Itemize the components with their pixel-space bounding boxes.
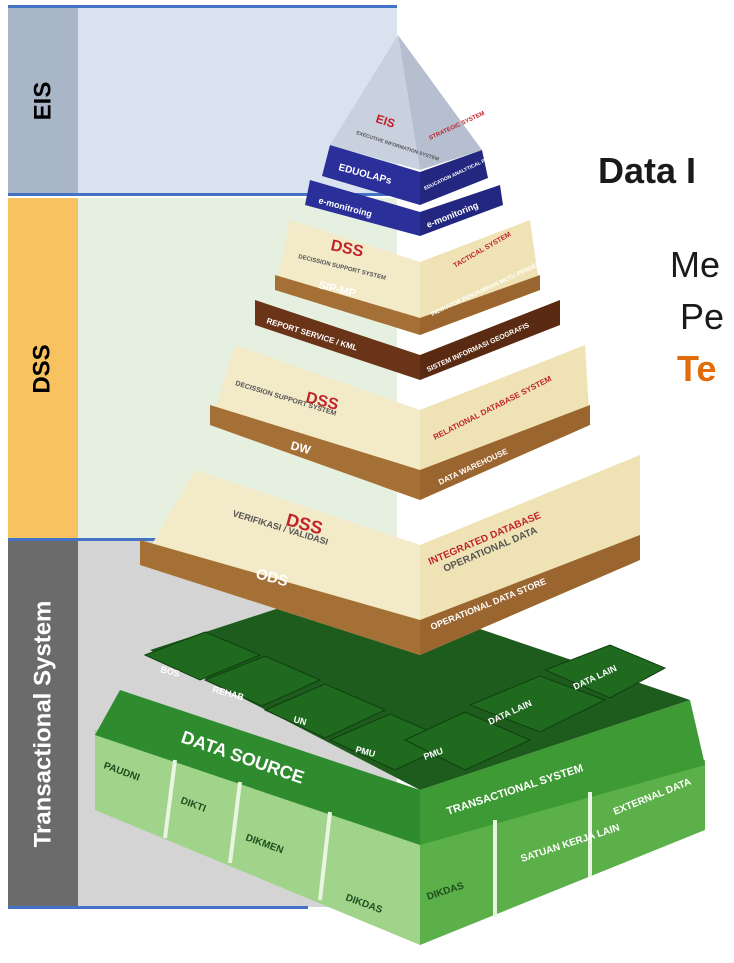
tier-emon [305,180,503,236]
dw-band-text: DW [289,438,313,457]
divider-dss-ts [8,538,208,541]
block-label: PMU [354,744,376,759]
eis-band-label-box: EIS [8,8,78,194]
right-line-3: Te [677,348,717,389]
right-line-1: Me [670,244,721,285]
block-label: UN [292,714,307,727]
tier-report [255,300,560,380]
divider-top [8,5,397,8]
tier-eis-apex [330,35,482,170]
sip-dss-text: DSS [329,237,365,261]
grid-blocks [143,631,667,771]
block-label: BOS [159,664,180,679]
ts-band-label-box: Transactional System [8,541,78,907]
right-title: Data I [598,150,697,191]
right-line-2: Pe [680,296,725,337]
tier-sip [275,220,540,335]
skirt-dividers [163,759,592,917]
divider-bottom [8,906,308,909]
tier-ods [140,455,640,655]
tier-dw [210,345,590,500]
divider-eis-dss [8,193,397,196]
pyramid-base [95,585,705,945]
apex-eis-text: EIS [374,112,397,131]
tier-eduolaps [322,145,488,205]
dss-band-label-box: DSS [8,198,78,539]
